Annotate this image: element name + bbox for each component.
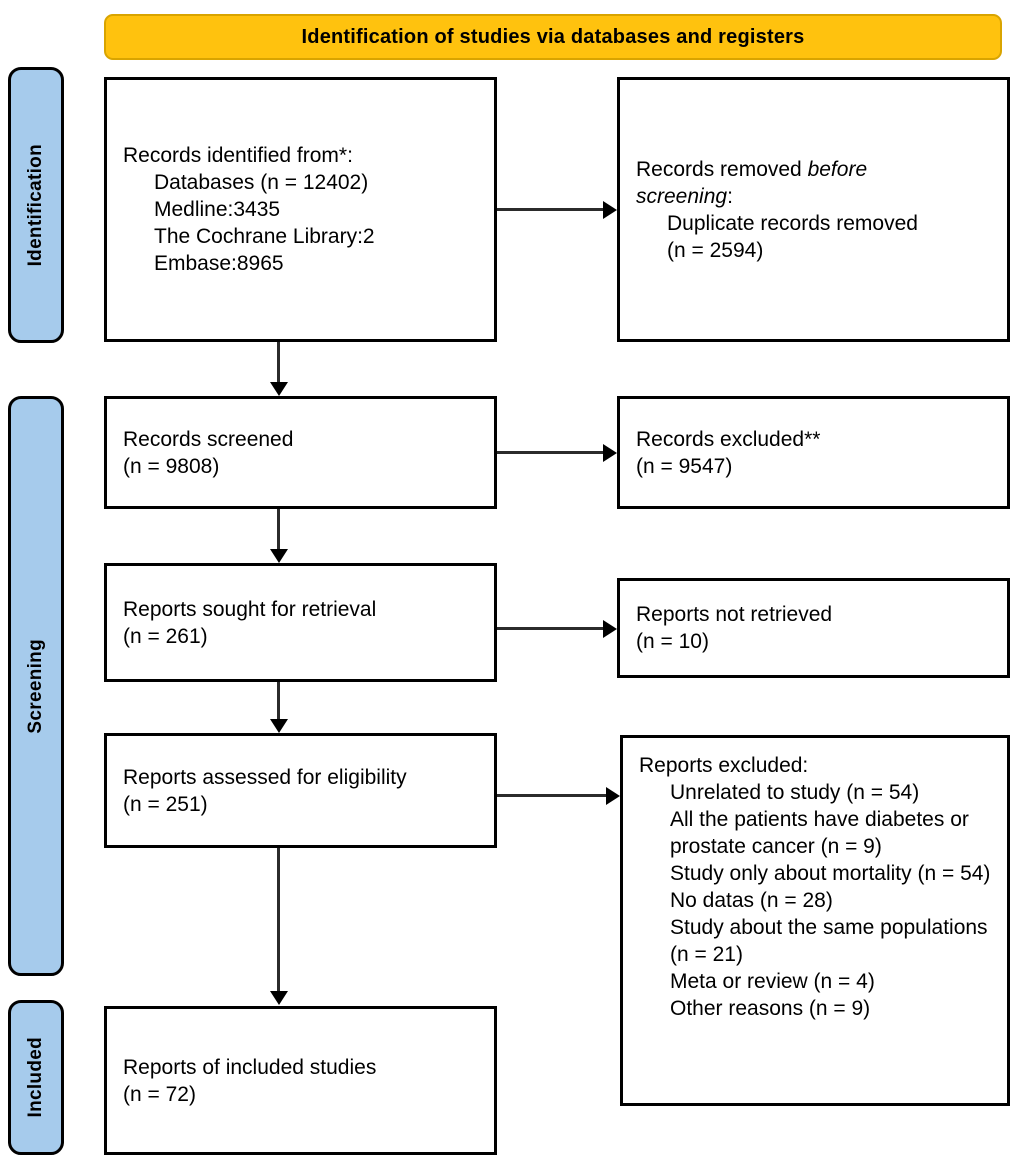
connector-sought-to-assessed-line [277,682,280,719]
connector-sought-to-assessed-arrow [269,719,288,733]
connector-identified-to-screened-arrow [269,382,288,396]
reports-not-retrieved-count: (n = 10) [636,630,709,653]
records-removed-text-plain: Records removed [636,157,808,181]
connector-identified-to-removed-line [497,208,603,211]
reports-excluded-reason: Other reasons (n = 9) [670,997,871,1020]
records-removed-text-italic2: screening [636,184,728,208]
records-identified-embase: Embase:8965 [154,252,284,275]
reports-excluded-reason: Study about the same populations (n = 21… [670,916,988,966]
records-screened-label: Records screened [123,427,294,451]
records-screened-count: (n = 9808) [123,454,220,478]
stage-label-identification-text: Identification [25,143,46,267]
connector-identified-to-removed-arrow [603,200,617,219]
header-banner: Identification of studies via databases … [104,14,1002,60]
reports-excluded-reason: All the patients have diabetes or prosta… [670,808,969,858]
reports-excluded-heading: Reports excluded: [639,754,809,777]
records-removed-text-italic: before [807,157,868,181]
connector-sought-to-notretrieved-arrow [603,619,617,638]
connector-assessed-to-included-arrow [269,991,288,1005]
records-removed-count: (n = 2594) [667,238,764,262]
box-records-removed: Records removed before screening: Duplic… [617,77,1010,342]
box-reports-not-retrieved: Reports not retrieved (n = 10) [617,578,1010,678]
connector-assessed-to-repexcluded-arrow [606,786,620,805]
reports-excluded-reason: No datas (n = 28) [670,889,833,912]
records-excluded-label: Records excluded** [636,427,821,451]
records-identified-cochrane: The Cochrane Library:2 [154,225,375,248]
stage-label-included-text: Included [25,1037,46,1118]
reports-excluded-reason: Meta or review (n = 4) [670,970,875,993]
box-reports-included: Reports of included studies (n = 72) [104,1006,497,1155]
records-removed-heading-line1: Records removed before [636,156,991,183]
stage-label-screening-text: Screening [25,638,46,734]
box-records-screened: Records screened (n = 9808) [104,396,497,509]
stage-label-identification: Identification [8,67,64,343]
box-reports-sought: Reports sought for retrieval (n = 261) [104,563,497,682]
records-identified-heading: Records identified from*: [123,144,353,167]
records-excluded-count: (n = 9547) [636,454,733,478]
reports-assessed-label: Reports assessed for eligibility [123,765,407,789]
records-identified-databases: Databases (n = 12402) [154,171,369,194]
connector-screened-to-excluded-line [497,451,603,454]
connector-sought-to-notretrieved-line [497,627,603,630]
records-identified-medline: Medline:3435 [154,198,281,221]
connector-screened-to-excluded-arrow [603,443,617,462]
connector-identified-to-screened-line [277,342,280,382]
box-reports-excluded-reasons: Reports excluded: Unrelated to study (n … [620,735,1010,1106]
reports-excluded-reason: Unrelated to study (n = 54) [670,781,920,804]
box-reports-assessed: Reports assessed for eligibility (n = 25… [104,733,497,848]
stage-label-included: Included [8,1000,64,1155]
reports-included-count: (n = 72) [123,1082,196,1106]
records-removed-duplicates: Duplicate records removed [667,211,918,235]
connector-screened-to-sought-arrow [269,549,288,563]
reports-sought-label: Reports sought for retrieval [123,597,377,621]
records-removed-colon: : [727,184,733,208]
header-title: Identification of studies via databases … [301,25,805,48]
connector-assessed-to-included-line [277,848,280,991]
box-records-excluded: Records excluded** (n = 9547) [617,396,1010,509]
box-records-identified: Records identified from*: Databases (n =… [104,77,497,342]
reports-excluded-reason: Study only about mortality (n = 54) [670,862,991,885]
stage-label-screening: Screening [8,396,64,976]
records-removed-heading-line2: screening: [636,183,991,210]
reports-not-retrieved-label: Reports not retrieved [636,603,833,626]
reports-included-label: Reports of included studies [123,1055,377,1079]
reports-assessed-count: (n = 251) [123,792,208,816]
connector-screened-to-sought-line [277,509,280,549]
reports-sought-count: (n = 261) [123,624,208,648]
connector-assessed-to-repexcluded-line [497,794,606,797]
